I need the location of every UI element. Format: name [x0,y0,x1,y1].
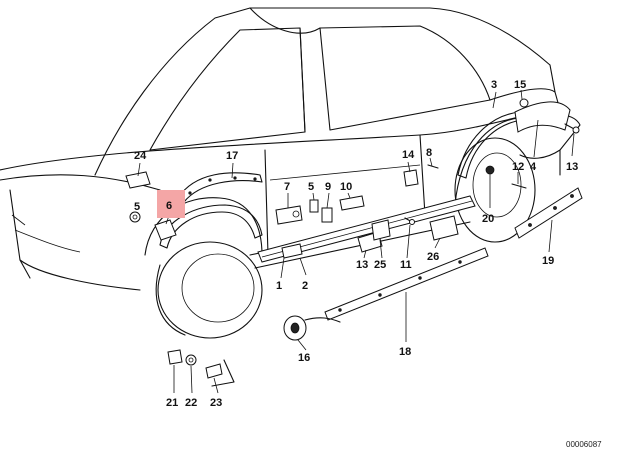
rear-wheel [454,117,536,243]
callout-25: 25 [374,259,386,271]
callout-24: 24 [134,150,147,162]
callout-10: 10 [340,181,352,193]
callout-19: 19 [542,255,554,267]
callout-6: 6 [166,200,172,212]
callout-14: 14 [402,149,415,161]
callout-7: 7 [284,181,290,193]
callout-2: 2 [302,280,308,292]
leader-lines [137,89,575,394]
callout-5-left: 5 [134,201,140,213]
rear-trim-strip [514,187,583,239]
callout-5-mid: 5 [308,181,314,193]
callout-16: 16 [298,352,310,364]
callout-3: 3 [491,79,497,91]
callout-13-mid: 13 [356,259,368,271]
callout-4: 4 [530,161,537,173]
callout-22: 22 [185,397,197,409]
callout-20: 20 [482,213,494,225]
fasteners [125,98,580,387]
side-sill-trim [257,195,476,263]
callout-1: 1 [276,280,282,292]
lower-trim-strip [324,247,489,321]
front-wheel [144,197,263,339]
callout-26: 26 [427,251,439,263]
callout-15: 15 [514,79,526,91]
rear-bumper-trim [514,101,571,133]
wheel-arch-trim-front [159,172,263,249]
callout-23: 23 [210,397,222,409]
reference-code: 00006087 [566,440,602,449]
callout-labels: 1 2 3 4 5 5 6 7 8 9 10 11 12 13 13 14 15… [134,79,578,409]
callout-9: 9 [325,181,331,193]
callout-13-right: 13 [566,161,578,173]
callout-8: 8 [426,147,432,159]
callout-18: 18 [399,346,411,358]
callout-11: 11 [400,259,412,271]
callout-17: 17 [226,150,238,162]
highlight-box [157,190,185,218]
callout-12: 12 [512,161,524,173]
callout-21: 21 [166,397,178,409]
